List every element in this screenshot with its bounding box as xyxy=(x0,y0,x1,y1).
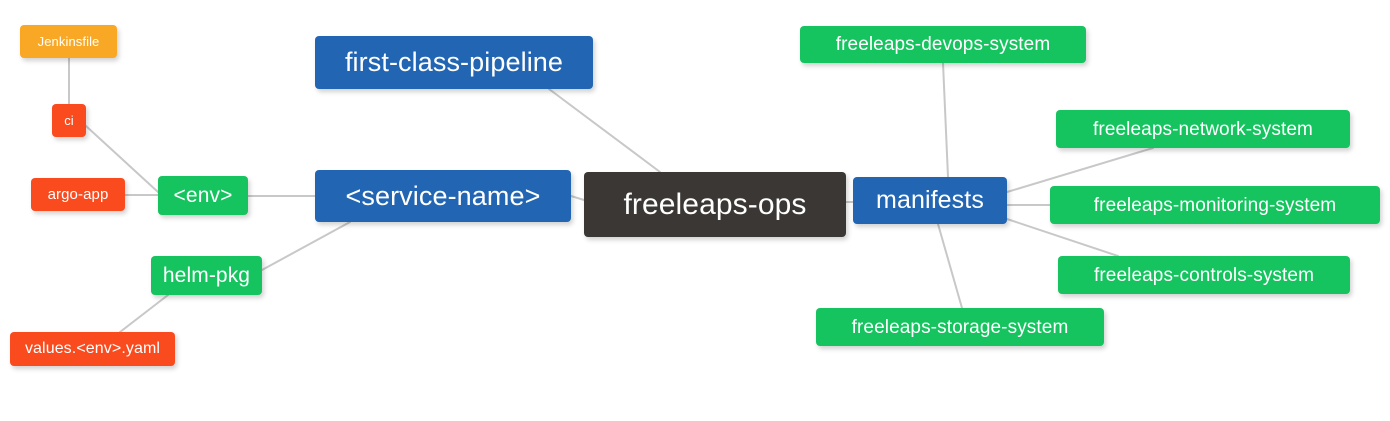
edge-first-class-pipeline-to-freeleaps-ops xyxy=(548,88,661,173)
edge-manifests-to-freeleaps-storage-system xyxy=(937,223,963,309)
node-helm-pkg[interactable]: helm-pkg xyxy=(151,256,262,295)
node-service-name[interactable]: <service-name> xyxy=(315,170,571,222)
node-label-helm-pkg: helm-pkg xyxy=(162,264,251,287)
node-label-values-yaml: values.<env>.yaml xyxy=(24,340,161,357)
node-label-freeleaps-devops-system: freeleaps-devops-system xyxy=(835,34,1051,55)
node-freeleaps-controls-system[interactable]: freeleaps-controls-system xyxy=(1058,256,1350,294)
edge-service-name-to-helm-pkg xyxy=(261,221,351,271)
node-ci[interactable]: ci xyxy=(52,104,86,137)
node-label-ci: ci xyxy=(64,113,74,128)
node-label-freeleaps-monitoring-system: freeleaps-monitoring-system xyxy=(1093,194,1337,216)
node-label-freeleaps-network-system: freeleaps-network-system xyxy=(1093,118,1313,140)
node-manifests[interactable]: manifests xyxy=(853,177,1007,224)
node-label-jenkinsfile: Jenkinsfile xyxy=(37,34,100,49)
edge-manifests-to-freeleaps-devops-system xyxy=(942,62,949,178)
node-freeleaps-devops-system[interactable]: freeleaps-devops-system xyxy=(800,26,1086,63)
node-freeleaps-storage-system[interactable]: freeleaps-storage-system xyxy=(816,308,1104,346)
edge-service-name-to-freeleaps-ops xyxy=(570,195,585,201)
node-env[interactable]: <env> xyxy=(158,176,248,215)
node-jenkinsfile[interactable]: Jenkinsfile xyxy=(20,25,117,58)
node-label-freeleaps-ops: freeleaps-ops xyxy=(623,187,807,221)
node-freeleaps-ops[interactable]: freeleaps-ops xyxy=(584,172,846,237)
node-argo-app[interactable]: argo-app xyxy=(31,178,125,211)
node-label-freeleaps-storage-system: freeleaps-storage-system xyxy=(851,316,1069,338)
node-values-yaml[interactable]: values.<env>.yaml xyxy=(10,332,175,366)
node-freeleaps-monitoring-system[interactable]: freeleaps-monitoring-system xyxy=(1050,186,1380,224)
edge-manifests-to-freeleaps-controls-system xyxy=(1006,218,1119,257)
node-label-env: <env> xyxy=(173,184,233,207)
node-label-freeleaps-controls-system: freeleaps-controls-system xyxy=(1093,264,1315,286)
node-first-class-pipeline[interactable]: first-class-pipeline xyxy=(315,36,593,89)
node-label-first-class-pipeline: first-class-pipeline xyxy=(344,47,564,77)
node-freeleaps-network-system[interactable]: freeleaps-network-system xyxy=(1056,110,1350,148)
edge-helm-pkg-to-values-yaml xyxy=(119,294,169,333)
node-label-argo-app: argo-app xyxy=(47,186,109,203)
node-label-service-name: <service-name> xyxy=(345,180,541,211)
node-label-manifests: manifests xyxy=(876,186,984,214)
